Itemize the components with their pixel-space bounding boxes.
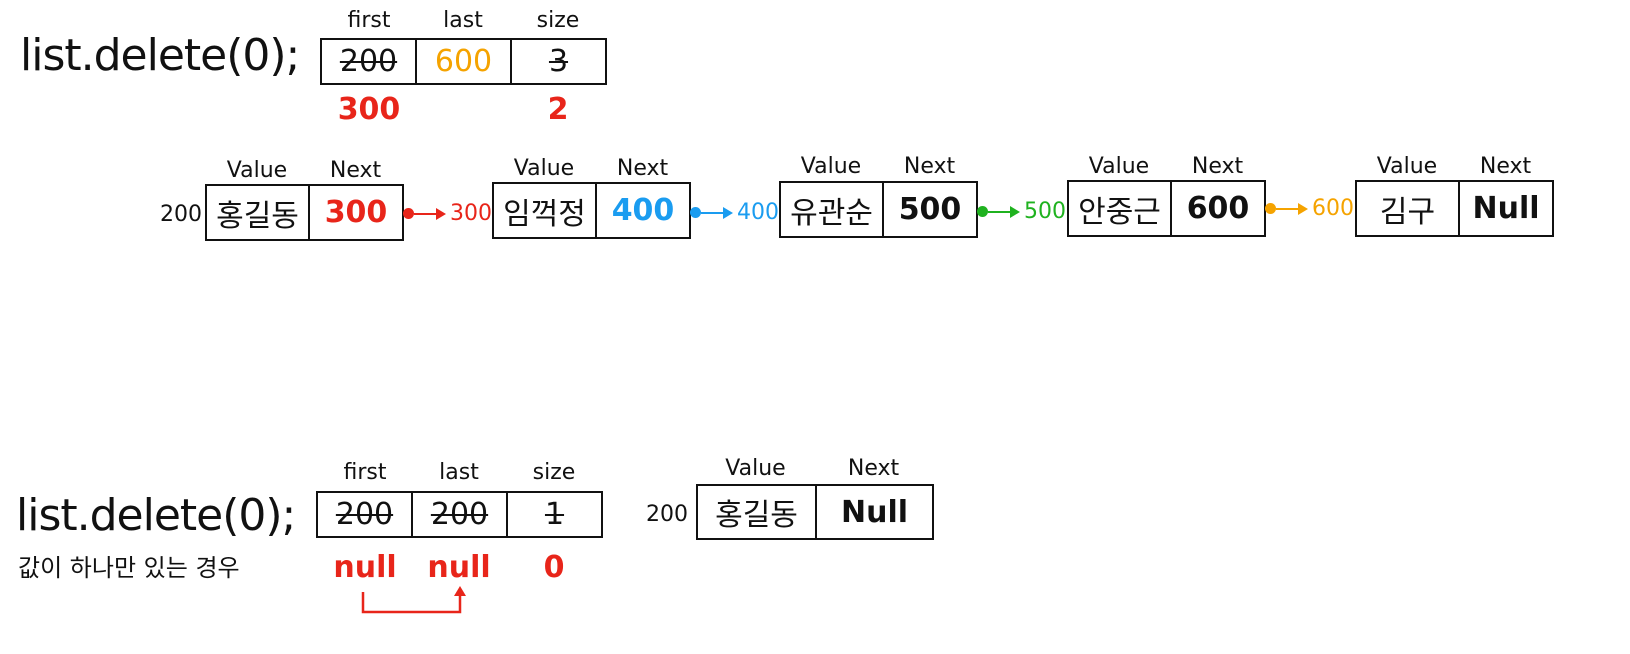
link-arrow-1: 300 (403, 201, 492, 226)
node-1-next-header: Next (329, 158, 382, 183)
node-5-box: 김구 Null (1355, 180, 1554, 237)
node-address-first: 200 (160, 202, 202, 227)
link-arrow-3: 500 (977, 199, 1066, 224)
code-line-top: list.delete(0); (20, 30, 300, 81)
header-last-top: last (443, 8, 483, 33)
null-bracket-arrow (361, 586, 466, 614)
size-old-value: 3 (510, 40, 605, 83)
link-label-2: 400 (737, 200, 779, 225)
node-4-value: 안중근 (1078, 194, 1161, 230)
list-state-box-top: 200 600 3 (320, 38, 607, 85)
last-new-value-bottom: null (427, 550, 491, 585)
size-new-value: 2 (547, 92, 569, 127)
node-3-value: 유관순 (790, 195, 873, 231)
node-2-value-header: Value (513, 156, 575, 181)
node-bottom-next-header: Next (847, 456, 900, 481)
node-1-value: 홍길동 (216, 198, 299, 234)
node-bottom-box: 홍길동 Null (696, 484, 934, 540)
node-address-bottom: 200 (646, 502, 688, 527)
case-note: 값이 하나만 있는 경우 (18, 554, 240, 582)
node-5-next: Null (1458, 182, 1552, 235)
node-1-value-header: Value (226, 158, 288, 183)
node-2-next: 400 (595, 184, 689, 237)
code-line-bottom: list.delete(0); (16, 490, 296, 541)
first-new-value-bottom: null (333, 550, 397, 585)
node-4-box: 안중근 600 (1067, 180, 1266, 237)
header-first-bottom: first (343, 460, 387, 485)
node-3-value-header: Value (800, 154, 862, 179)
node-bottom-value-header: Value (725, 456, 786, 481)
header-size-bottom: size (532, 460, 576, 485)
last-value: 600 (415, 40, 510, 83)
link-arrow-2: 400 (690, 200, 779, 225)
header-first-top: first (347, 8, 391, 33)
node-4-next-header: Next (1191, 154, 1244, 179)
node-5-value-header: Value (1376, 154, 1438, 179)
first-new-value: 300 (337, 92, 401, 127)
header-last-bottom: last (439, 460, 479, 485)
node-3-next-header: Next (903, 154, 956, 179)
node-2-next-header: Next (616, 156, 669, 181)
node-1-box: 홍길동 300 (205, 184, 404, 241)
node-4-value-header: Value (1088, 154, 1150, 179)
node-1-next: 300 (308, 186, 402, 239)
link-arrow-4: 600 (1265, 196, 1354, 221)
size-new-value-bottom: 0 (543, 550, 565, 585)
first-old-value-bottom: 200 (335, 497, 394, 532)
size-old-value-bottom: 1 (506, 493, 601, 536)
node-bottom-value: 홍길동 (715, 498, 798, 533)
node-4-next: 600 (1170, 182, 1264, 235)
node-bottom-next: Null (815, 486, 932, 538)
link-label-1: 300 (450, 201, 492, 226)
node-5-next-header: Next (1479, 154, 1532, 179)
node-3-box: 유관순 500 (779, 181, 978, 238)
node-2-value: 임꺽정 (503, 196, 586, 232)
link-label-3: 500 (1024, 199, 1066, 224)
link-label-4: 600 (1312, 196, 1354, 221)
header-size-top: size (536, 8, 580, 33)
list-state-box-bottom: 200 200 1 (316, 491, 603, 538)
node-2-box: 임꺽정 400 (492, 182, 691, 239)
last-old-value-bottom: 200 (411, 493, 506, 536)
node-5-value: 김구 (1379, 194, 1436, 230)
first-old-value: 200 (339, 44, 398, 79)
node-3-next: 500 (882, 183, 976, 236)
